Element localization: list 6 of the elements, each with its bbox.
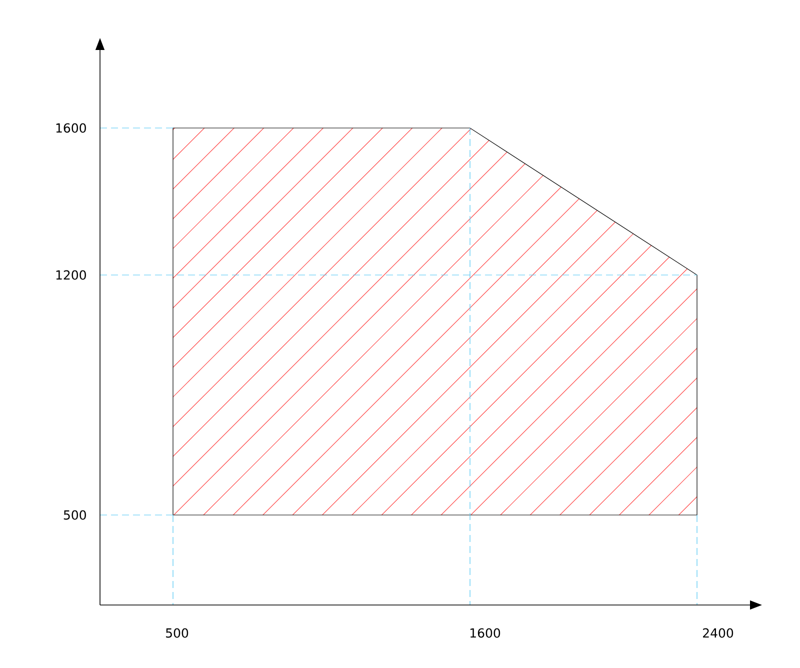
tick-label: 1600 (470, 628, 500, 638)
tick-label: 1200 (56, 270, 86, 280)
tick-label: 2400 (703, 628, 734, 638)
tick-label: 500 (64, 510, 86, 520)
tick-label: 500 (166, 628, 188, 638)
tick-label: 1600 (56, 123, 86, 133)
